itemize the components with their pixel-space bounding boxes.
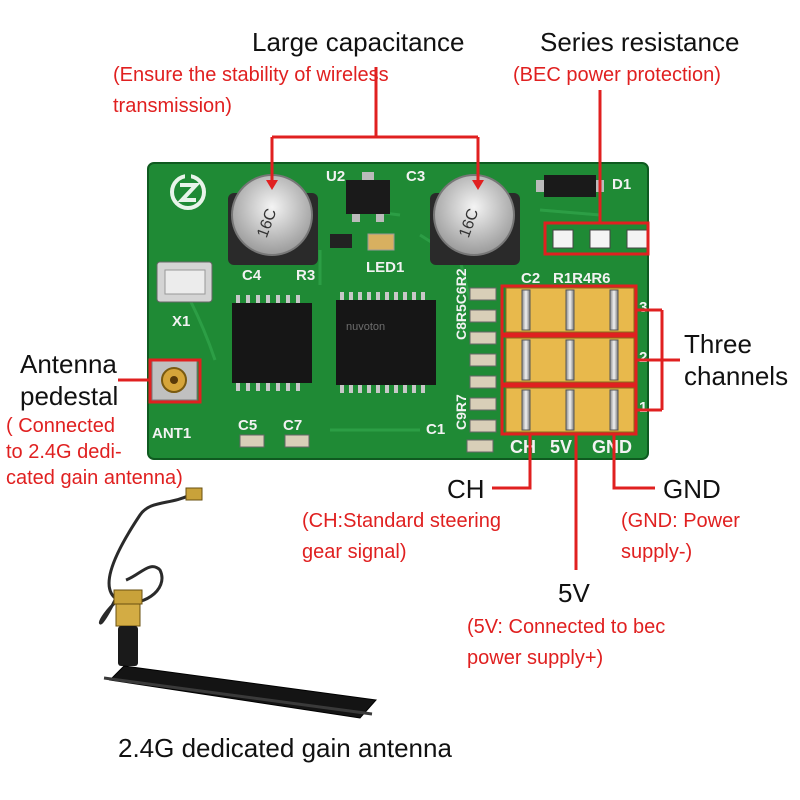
- 5v-note-1: (5V: Connected to bec: [467, 616, 666, 638]
- ic-left: [232, 295, 312, 391]
- brand-logo-icon: [170, 170, 206, 210]
- silk-c3: C3: [406, 168, 425, 185]
- silk-ant1: ANT1: [152, 425, 191, 442]
- silk-r1r4r6: R1R4R6: [553, 270, 611, 287]
- header-pins: [505, 287, 635, 433]
- smd-caps: [239, 287, 497, 453]
- silk-c7: C7: [283, 417, 302, 434]
- silk-led1: LED1: [366, 259, 404, 276]
- antenna-pedestal-note-3: cated gain antenna): [6, 467, 183, 489]
- silk-c1: C1: [426, 421, 445, 438]
- resistor-r3: [330, 234, 352, 248]
- gnd-note-2: supply-): [621, 541, 693, 563]
- 5v-title: 5V: [558, 578, 590, 608]
- large-capacitance-note-2: transmission): [113, 95, 232, 117]
- ic-right: nuvoton: [336, 292, 436, 393]
- silk-c2: C2: [521, 270, 540, 287]
- silk-r3: R3: [296, 267, 315, 284]
- antenna-pedestal-title-1: Antenna: [20, 349, 117, 379]
- antenna-pedestal-note-2: to 2.4G dedi-: [6, 441, 122, 463]
- crystal-x1: [156, 261, 213, 303]
- silk-ch-3: 3: [639, 299, 647, 316]
- silk-ch-1: 1: [639, 399, 647, 416]
- silk-ch-2: 2: [639, 349, 647, 366]
- leader-arrows: [266, 180, 484, 190]
- silk-c8r5c6r2: C8R5C6R2: [453, 268, 469, 340]
- regulator-u2: [346, 172, 390, 222]
- gnd-note-1: (GND: Power: [621, 510, 740, 532]
- 5v-note-2: power supply+): [467, 647, 604, 669]
- capacitor-c3: 16C: [430, 174, 520, 265]
- chip-brand: nuvoton: [346, 321, 385, 333]
- large-capacitance-title: Large capacitance: [252, 27, 465, 57]
- three-channels-line-1: Three: [684, 329, 752, 359]
- led1: [367, 233, 395, 251]
- antenna-pedestal-connector: [151, 359, 198, 401]
- silk-row-ch: CH: [510, 437, 536, 457]
- silk-x1: X1: [172, 313, 190, 330]
- antenna-pedestal-title-2: pedestal: [20, 381, 119, 411]
- silk-u2: U2: [326, 168, 345, 185]
- silk-row-5v: 5V: [550, 437, 572, 457]
- silk-c4: C4: [242, 267, 262, 284]
- series-resistance-highlight: [543, 221, 650, 256]
- ch-title: CH: [447, 474, 485, 504]
- silk-row-gnd: GND: [592, 437, 632, 457]
- antenna-icon: [98, 487, 377, 719]
- series-resistance-title: Series resistance: [540, 27, 740, 57]
- silk-c9r7: C9R7: [453, 394, 469, 430]
- silk-c5: C5: [238, 417, 257, 434]
- large-capacitance-note-1: (Ensure the stability of wireless: [113, 64, 389, 86]
- diode-d1: [536, 175, 604, 197]
- antenna-caption: 2.4G dedicated gain antenna: [118, 733, 452, 763]
- ch-note-1: (CH:Standard steering: [302, 510, 501, 532]
- antenna-pedestal-note-1: ( Connected: [6, 415, 115, 437]
- ch-note-2: gear signal): [302, 541, 407, 563]
- silk-d1: D1: [612, 176, 631, 193]
- series-resistors: [552, 229, 648, 249]
- three-channels-line-2: channels: [684, 361, 789, 391]
- series-resistance-note: (BEC power protection): [513, 64, 721, 86]
- gnd-title: GND: [663, 474, 721, 504]
- leader-lines: [118, 67, 680, 570]
- capacitor-c4: 16C: [228, 174, 318, 265]
